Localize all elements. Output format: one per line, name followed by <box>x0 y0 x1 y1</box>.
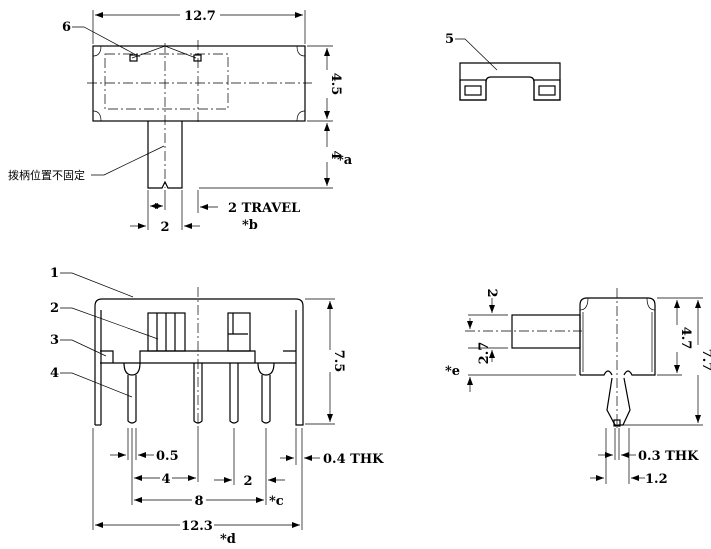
note-e: *e <box>445 364 460 379</box>
label-6: 6 <box>62 20 71 35</box>
side-view: 2 2.7 *e 4.7 7.7 0.3 THK 1.2 <box>445 288 711 487</box>
note-d: *d <box>220 532 236 547</box>
top-view: 12.7 6 4.5 4 *a 拨柄位置不固定 2 2 TRAVEL *b <box>8 9 353 235</box>
dim-12-7: 12.7 <box>184 9 216 24</box>
handle <box>147 121 183 189</box>
pins <box>123 362 275 424</box>
dim-7-5: 7.5 <box>331 350 346 373</box>
corner-marks <box>92 45 306 122</box>
label-4: 4 <box>50 366 59 381</box>
dim-0-5: 0.5 <box>156 449 179 464</box>
label-3: 3 <box>50 333 59 348</box>
travel-dim: 2 TRAVEL <box>228 201 300 216</box>
dim-4: 4 <box>328 150 343 159</box>
dim-handle-2: 2 <box>160 220 169 235</box>
dim-0-4-thk: 0.4 THK <box>323 452 384 467</box>
dim-4-7: 4.7 <box>678 327 693 350</box>
dim-12-3: 12.3 <box>181 519 213 534</box>
dim-8: 8 <box>194 494 203 509</box>
dim-2-pitch: 2 <box>243 474 252 489</box>
dim-4-5: 4.5 <box>328 73 343 96</box>
dim-0-3-thk: 0.3 THK <box>638 449 699 464</box>
dim-2-7: 2.7 <box>477 342 492 365</box>
note-a: *a <box>337 153 353 168</box>
top-body-outline <box>92 45 306 122</box>
handle-position-note: 拨柄位置不固定 <box>8 168 85 182</box>
note-b: *b <box>242 218 258 233</box>
note-c: *c <box>269 494 284 509</box>
dim-7-7: 7.7 <box>699 349 711 372</box>
label-1: 1 <box>50 266 59 281</box>
side-handle <box>511 314 581 349</box>
inner-outline <box>104 53 229 110</box>
label-5: 5 <box>445 32 454 47</box>
label-2: 2 <box>50 301 59 316</box>
dim-4-pitch: 4 <box>161 472 170 487</box>
dim-1-2: 1.2 <box>645 472 668 487</box>
part-5-view: 5 <box>445 32 561 101</box>
dim-side-2: 2 <box>484 288 499 297</box>
front-view: 1 2 3 4 7.5 0.5 0.4 THK 4 2 8 *c 12.3 *d <box>50 266 384 547</box>
